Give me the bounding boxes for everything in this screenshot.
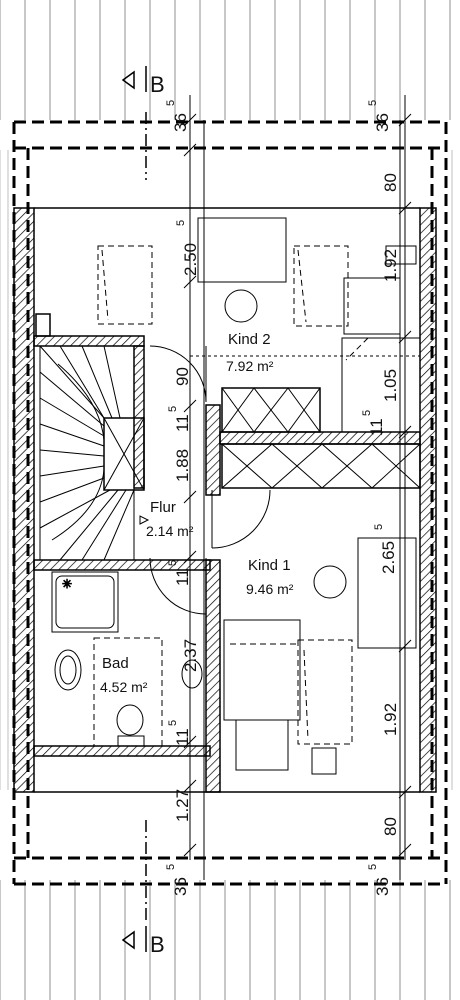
interior-walls — [33, 335, 421, 793]
dim-kind2-height: 2.50 — [181, 243, 200, 276]
closet-row — [221, 443, 421, 489]
kind2-furniture — [197, 217, 421, 433]
room-area-bad: 4.52 m² — [100, 679, 148, 695]
dim-mid-188: 1.88 — [173, 449, 192, 482]
room-area-kind2: 7.92 m² — [226, 358, 274, 374]
outer-walls — [13, 207, 437, 793]
room-area-kind1: 9.46 m² — [246, 581, 294, 597]
bathroom-fixtures: ✳ — [51, 571, 203, 747]
dim-right-80-top: 80 — [381, 173, 400, 192]
kind1-furniture — [223, 537, 417, 775]
dim-top-right-sup: 5 — [367, 100, 379, 106]
dim-kind2-height-sup: 5 — [175, 220, 187, 226]
roof-slope-bottom — [0, 880, 451, 1000]
kind1-dashed-furniture — [230, 639, 353, 745]
dim-top-right: 36 — [373, 113, 392, 132]
dim-bottom-left: 36 — [171, 877, 190, 896]
shaft — [35, 313, 51, 337]
dimension-lines — [183, 95, 412, 860]
roof-slope-top — [0, 0, 451, 120]
dim-mid-11-a-sup: 5 — [167, 406, 179, 412]
dimension-texts: 36 5 36 5 80 2.50 5 1.92 1.05 11 5 90 11… — [165, 100, 400, 896]
dim-bad-11-sup: 5 — [167, 720, 179, 726]
dim-mid-11-b: 11 — [173, 568, 192, 586]
dim-bottom-left-sup: 5 — [165, 864, 177, 870]
building-area — [14, 150, 446, 790]
dim-mid-11-a: 11 — [173, 414, 192, 432]
dim-kind1-height: 2.65 — [379, 541, 398, 574]
dim-right-80-bottom: 80 — [381, 817, 400, 836]
dim-right-11-top: 11 — [367, 418, 386, 436]
staircase — [39, 345, 145, 561]
dim-right-192-bottom: 1.92 — [381, 703, 400, 736]
dim-bottom-right-sup: 5 — [367, 864, 379, 870]
knee-wall-lines — [190, 120, 420, 880]
dim-kind1-height-sup: 5 — [373, 524, 385, 530]
dim-bottom-right: 36 — [373, 877, 392, 896]
dim-bad-11: 11 — [173, 728, 192, 746]
dim-mid-90: 90 — [173, 367, 192, 386]
section-mark-top-label: B — [150, 72, 165, 97]
dim-top-left-sup: 5 — [165, 100, 177, 106]
dim-right-105: 1.05 — [381, 369, 400, 402]
section-mark-bottom: B — [121, 820, 165, 957]
dim-bottom-127: 1.27 — [173, 789, 192, 822]
room-area-flur: 2.14 m² — [146, 523, 194, 539]
dim-mid-11-b-sup: 5 — [167, 560, 179, 566]
room-name-kind1: Kind 1 — [248, 557, 291, 574]
dim-top-left: 36 — [171, 113, 190, 132]
section-mark-top: B — [121, 66, 165, 180]
dim-bad-237: 2.37 — [181, 639, 200, 672]
flur-arrow — [139, 515, 150, 525]
floor-edges — [34, 207, 420, 793]
door-swings — [149, 345, 271, 615]
kind2-dashed-furniture — [97, 245, 369, 361]
section-mark-bottom-label: B — [150, 932, 165, 957]
room-name-kind2: Kind 2 — [228, 331, 271, 348]
drain-symbol: ✳ — [62, 577, 72, 591]
room-name-bad: Bad — [102, 655, 129, 672]
dim-right-11-top-sup: 5 — [361, 410, 373, 416]
room-name-flur: Flur — [150, 499, 176, 516]
bath-dashed — [93, 637, 163, 747]
dim-right-192-top: 1.92 — [381, 249, 400, 282]
